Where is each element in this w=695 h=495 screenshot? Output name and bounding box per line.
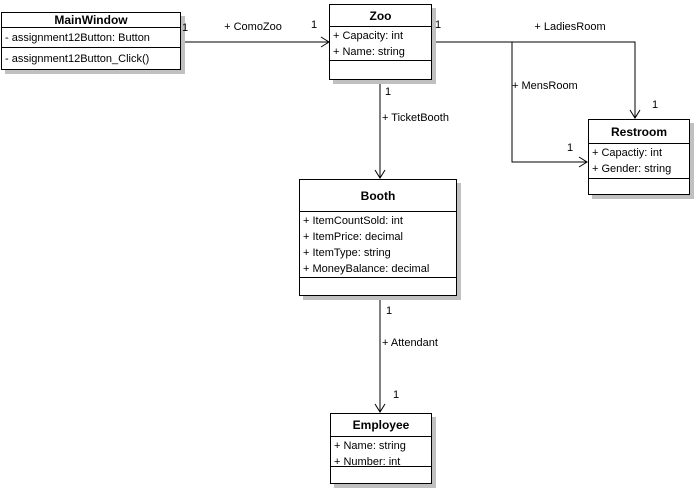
- class-mainwindow-methods: - assignment12Button_Click(): [2, 48, 180, 69]
- multiplicity-ticketbooth-source: 1: [385, 86, 392, 98]
- multiplicity-ladiesroom-source: 1: [435, 19, 442, 31]
- attribute: + Capactiy: int: [592, 147, 663, 159]
- association-ladiesroom-line: [430, 41, 636, 118]
- attribute: + MoneyBalance: decimal: [303, 263, 430, 275]
- class-mainwindow-attributes: - assignment12Button: Button: [2, 28, 180, 48]
- multiplicity-ladiesroom-target: 1: [652, 99, 659, 111]
- association-ticketbooth[interactable]: [374, 80, 386, 179]
- association-attendant-arrowhead: [374, 403, 386, 413]
- multiplicity-mensroom-target: 1: [567, 142, 574, 154]
- class-mainwindow[interactable]: MainWindow - assignment12Button: Button …: [1, 12, 181, 70]
- association-label-attendant: + Attendant: [382, 337, 438, 349]
- class-booth-title: Booth: [300, 180, 456, 212]
- class-zoo-attributes: + Capacity: int + Name: string: [330, 27, 431, 61]
- class-employee[interactable]: Employee + Name: string + Number: int: [330, 413, 432, 484]
- association-ticketbooth-arrowhead: [374, 169, 386, 179]
- class-employee-methods: [331, 467, 431, 483]
- attribute: + Number: int: [334, 456, 401, 467]
- multiplicity-comozoo-target: 1: [311, 19, 318, 31]
- association-label-comozoo: + ComoZoo: [224, 21, 282, 33]
- class-zoo[interactable]: Zoo + Capacity: int + Name: string: [329, 4, 432, 80]
- attribute: + Gender: string: [592, 163, 672, 175]
- class-booth[interactable]: Booth + ItemCountSold: int + ItemPrice: …: [299, 179, 457, 296]
- attribute: + ItemCountSold: int: [303, 215, 403, 227]
- class-zoo-methods: [330, 61, 431, 79]
- attribute: + Name: string: [334, 440, 406, 452]
- class-mainwindow-title: MainWindow: [2, 13, 180, 28]
- class-employee-title: Employee: [331, 414, 431, 437]
- attribute: + Capacity: int: [333, 30, 404, 42]
- association-attendant[interactable]: [374, 297, 386, 413]
- association-ladiesroom[interactable]: [430, 41, 641, 119]
- multiplicity-attendant-source: 1: [386, 305, 393, 317]
- class-restroom-title: Restroom: [589, 120, 689, 144]
- class-booth-attributes: + ItemCountSold: int + ItemPrice: decima…: [300, 212, 456, 278]
- class-zoo-title: Zoo: [330, 5, 431, 27]
- multiplicity-comozoo-source: 1: [182, 22, 189, 34]
- association-mensroom-arrowhead: [578, 156, 588, 168]
- attribute: + Name: string: [333, 46, 405, 58]
- attribute: + ItemType: string: [303, 247, 391, 259]
- association-comozoo[interactable]: [179, 36, 330, 48]
- class-employee-attributes: + Name: string + Number: int: [331, 437, 431, 467]
- multiplicity-attendant-target: 1: [393, 389, 400, 401]
- method: - assignment12Button_Click(): [5, 52, 150, 65]
- association-mensroom-line: [511, 42, 587, 163]
- class-booth-methods: [300, 278, 456, 295]
- association-label-ladiesroom: + LadiesRoom: [534, 21, 606, 33]
- association-mensroom[interactable]: [511, 42, 588, 168]
- class-restroom[interactable]: Restroom + Capactiy: int + Gender: strin…: [588, 119, 690, 195]
- class-restroom-methods: [589, 179, 689, 194]
- attribute: - assignment12Button: Button: [5, 31, 150, 44]
- association-label-ticketbooth: + TicketBooth: [382, 112, 449, 124]
- class-restroom-attributes: + Capactiy: int + Gender: string: [589, 144, 689, 179]
- attribute: + ItemPrice: decimal: [303, 231, 403, 243]
- association-ladiesroom-arrowhead: [629, 109, 641, 119]
- association-label-mensroom: + MensRoom: [512, 80, 578, 92]
